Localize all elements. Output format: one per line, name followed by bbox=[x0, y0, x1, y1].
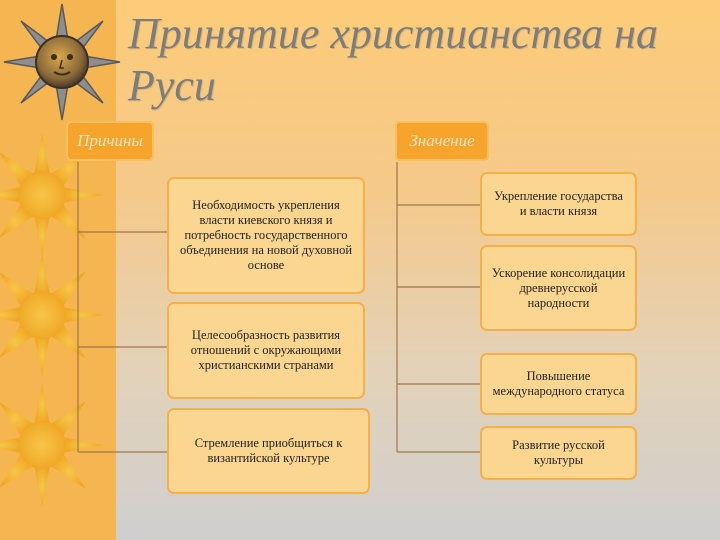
header-meaning: Значение bbox=[395, 121, 489, 161]
cause-box-3: Стремление приобщиться к византийской ку… bbox=[167, 408, 370, 494]
meaning-box-3: Повышение международного статуса bbox=[480, 353, 637, 415]
cause-box-2: Целесообразность развития отношений с ок… bbox=[167, 302, 365, 399]
meaning-box-4: Развитие русской культуры bbox=[480, 426, 637, 480]
meaning-box-2: Ускорение консолидации древнерусской нар… bbox=[480, 245, 637, 331]
cause-box-1: Необходимость укрепления власти киевског… bbox=[167, 177, 365, 294]
sun-icon bbox=[0, 383, 104, 507]
header-causes: Причины bbox=[66, 121, 154, 161]
meaning-box-1: Укрепление государства и власти князя bbox=[480, 172, 637, 236]
page-title: Принятие христианства на Руси bbox=[128, 9, 658, 110]
sun-face-icon bbox=[3, 3, 121, 121]
